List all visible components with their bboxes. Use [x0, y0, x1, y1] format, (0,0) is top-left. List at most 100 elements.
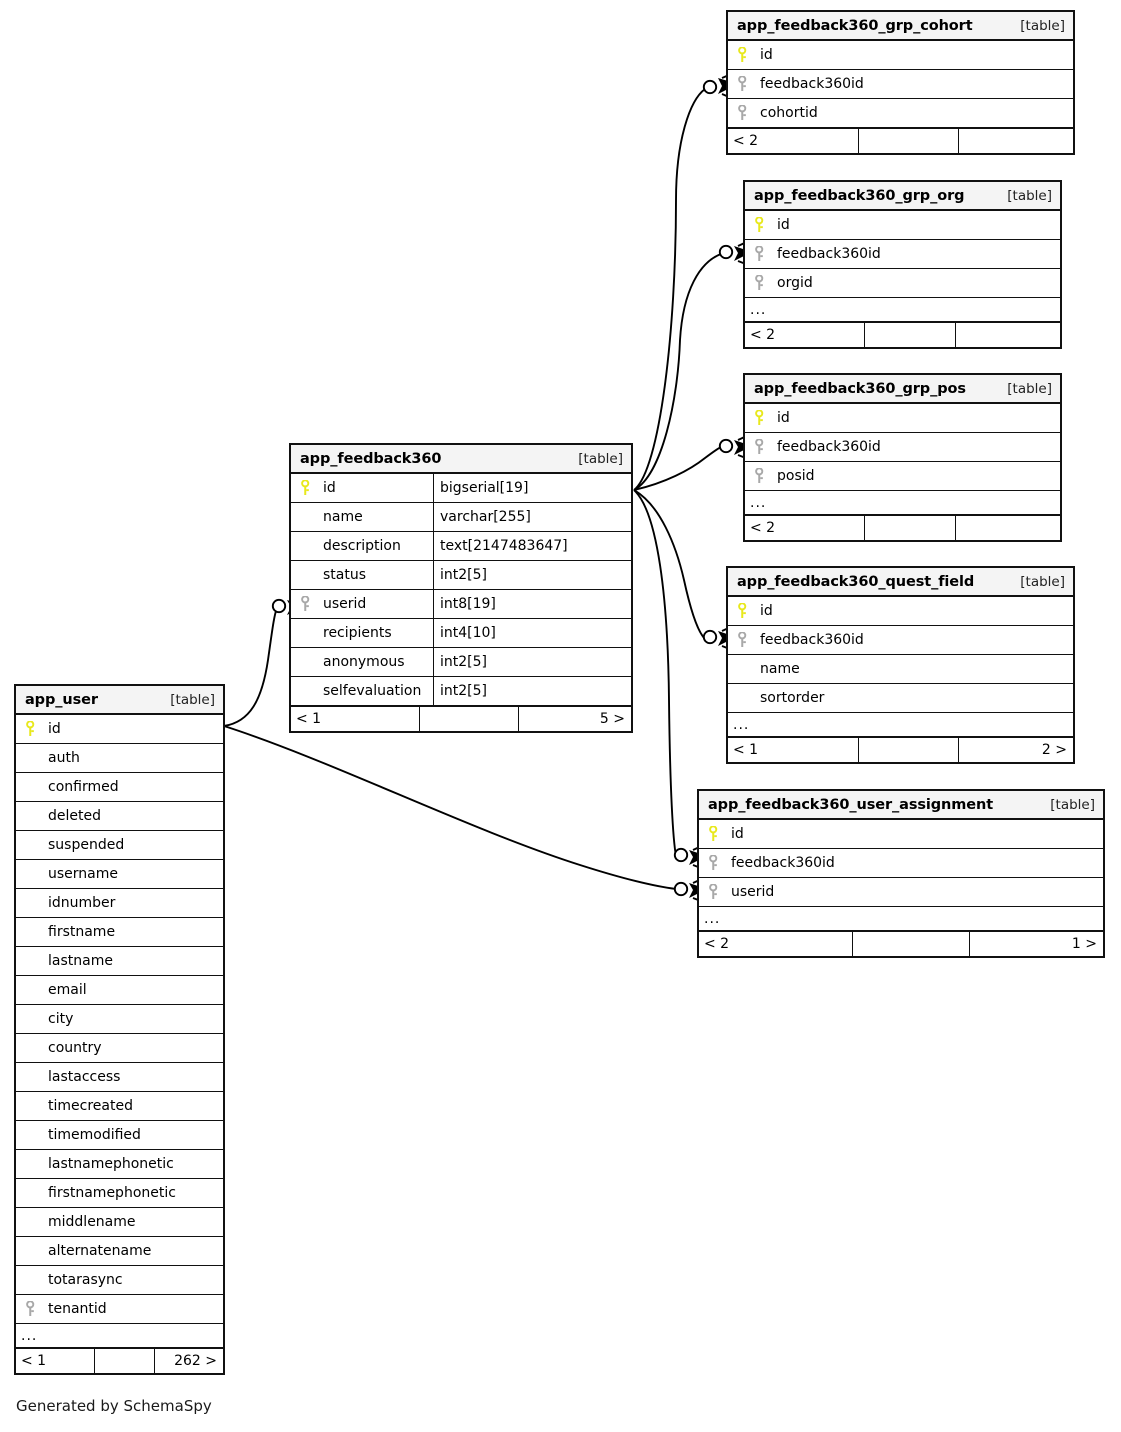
column-row[interactable]: confirmed	[16, 773, 223, 802]
column-row[interactable]: id	[16, 715, 223, 744]
edge-feedback360-to-grp-org	[633, 253, 722, 491]
column-row[interactable]: firstnamephonetic	[16, 1179, 223, 1208]
column-row[interactable]: timemodified	[16, 1121, 223, 1150]
foreign-key-icon	[733, 99, 752, 127]
column-name-cell: tenantid	[16, 1295, 223, 1323]
footer-parent-count: < 1	[728, 738, 860, 762]
footer-parent-count: < 2	[745, 516, 865, 540]
footer-middle	[95, 1349, 155, 1373]
table-name: app_feedback360_grp_cohort	[737, 17, 973, 34]
column-name: timemodified	[48, 1127, 141, 1143]
column-row[interactable]: orgid	[745, 269, 1060, 298]
column-row[interactable]: alternatename	[16, 1237, 223, 1266]
column-name: confirmed	[48, 779, 119, 795]
column-row[interactable]: firstname	[16, 918, 223, 947]
column-row[interactable]: lastname	[16, 947, 223, 976]
column-name: anonymous	[323, 654, 405, 670]
foreign-key-icon	[750, 462, 769, 490]
column-row[interactable]: userid	[699, 878, 1103, 907]
key-placeholder	[21, 1150, 40, 1178]
column-type: text[2147483647]	[433, 532, 631, 560]
column-row[interactable]: id	[745, 404, 1060, 433]
column-row[interactable]: id	[699, 820, 1103, 849]
key-placeholder	[21, 918, 40, 946]
key-placeholder	[21, 1034, 40, 1062]
column-name: firstnamephonetic	[48, 1185, 176, 1201]
column-row[interactable]: feedback360id	[728, 70, 1073, 99]
column-name-cell: id	[699, 820, 1103, 848]
column-row[interactable]: name	[728, 655, 1073, 684]
column-row[interactable]: auth	[16, 744, 223, 773]
column-row[interactable]: email	[16, 976, 223, 1005]
column-row[interactable]: lastaccess	[16, 1063, 223, 1092]
column-row[interactable]: tenantid	[16, 1295, 223, 1324]
foreign-key-icon	[704, 849, 723, 877]
column-row[interactable]: cohortid	[728, 99, 1073, 128]
column-row[interactable]: deleted	[16, 802, 223, 831]
column-row[interactable]: feedback360id	[745, 433, 1060, 462]
column-name: lastnamephonetic	[48, 1156, 174, 1172]
footer-middle	[420, 707, 519, 731]
column-name: feedback360id	[760, 76, 864, 92]
column-row[interactable]: feedback360id	[699, 849, 1103, 878]
column-row[interactable]: sortorder	[728, 684, 1073, 713]
column-row[interactable]: id	[745, 211, 1060, 240]
column-row[interactable]: timecreated	[16, 1092, 223, 1121]
column-name-cell: cohortid	[728, 99, 1073, 127]
table-app_feedback360_user_assignment[interactable]: app_feedback360_user_assignment[table]id…	[697, 789, 1105, 958]
column-row[interactable]: suspended	[16, 831, 223, 860]
column-name: tenantid	[48, 1301, 107, 1317]
column-row[interactable]: username	[16, 860, 223, 889]
key-placeholder	[296, 532, 315, 560]
footer-child-count	[959, 129, 1073, 153]
column-row[interactable]: city	[16, 1005, 223, 1034]
column-name-cell: deleted	[16, 802, 223, 830]
edge-app-user-to-user-assignment-userid	[223, 725, 677, 890]
column-name: recipients	[323, 625, 392, 641]
column-name-cell: totarasync	[16, 1266, 223, 1294]
table-name: app_feedback360_user_assignment	[708, 796, 994, 813]
column-name: idnumber	[48, 895, 116, 911]
column-row[interactable]: country	[16, 1034, 223, 1063]
key-placeholder	[21, 1179, 40, 1207]
foreign-key-icon	[21, 1295, 40, 1323]
column-row[interactable]: middlename	[16, 1208, 223, 1237]
footer-parent-count: < 1	[16, 1349, 95, 1373]
column-name: userid	[731, 884, 775, 900]
column-name-cell: suspended	[16, 831, 223, 859]
key-placeholder	[21, 1121, 40, 1149]
footer-middle	[865, 516, 957, 540]
optional-marker-feedback360-userid	[271, 598, 287, 614]
footer-parent-count: < 2	[728, 129, 860, 153]
column-row[interactable]: posid	[745, 462, 1060, 491]
table-tag: [table]	[1020, 573, 1065, 590]
column-name-cell: middlename	[16, 1208, 223, 1236]
column-row[interactable]: lastnamephonetic	[16, 1150, 223, 1179]
column-row[interactable]: id	[728, 597, 1073, 626]
column-row[interactable]: id	[728, 41, 1073, 70]
column-name-cell: confirmed	[16, 773, 223, 801]
column-row[interactable]: feedback360id	[728, 626, 1073, 655]
column-row[interactable]: idnumber	[16, 889, 223, 918]
column-name: lastaccess	[48, 1069, 121, 1085]
column-row[interactable]: feedback360id	[745, 240, 1060, 269]
column-name-cell: lastname	[16, 947, 223, 975]
column-row[interactable]: totarasync	[16, 1266, 223, 1295]
primary-key-icon	[733, 41, 752, 69]
